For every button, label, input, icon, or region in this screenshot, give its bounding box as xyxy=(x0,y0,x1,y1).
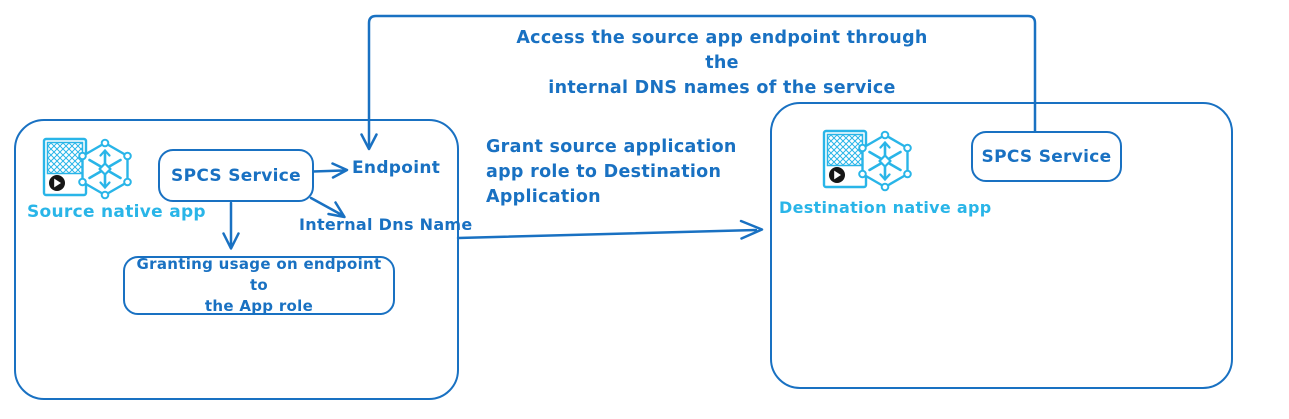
access-endpoint-note: Access the source app endpoint through t… xyxy=(516,28,928,98)
grant-role-note: Grant source application app role to Des… xyxy=(486,137,737,207)
source-app-label: Source native app xyxy=(27,202,206,222)
destination-app-label: Destination native app xyxy=(779,198,992,217)
endpoint-label: Endpoint xyxy=(352,158,441,178)
internal-dns-name-label: Internal Dns Name xyxy=(299,215,473,234)
destination-spcs-service-box: SPCS Service xyxy=(971,131,1122,182)
grant-role-arrow xyxy=(456,219,764,240)
source-native-app-container xyxy=(14,119,459,400)
source-native-app-icon xyxy=(42,137,133,200)
source-spcs-service-box: SPCS Service xyxy=(158,149,314,202)
destination-native-app-icon xyxy=(822,129,913,192)
granting-usage-box: Granting usage on endpoint to the App ro… xyxy=(123,255,395,315)
